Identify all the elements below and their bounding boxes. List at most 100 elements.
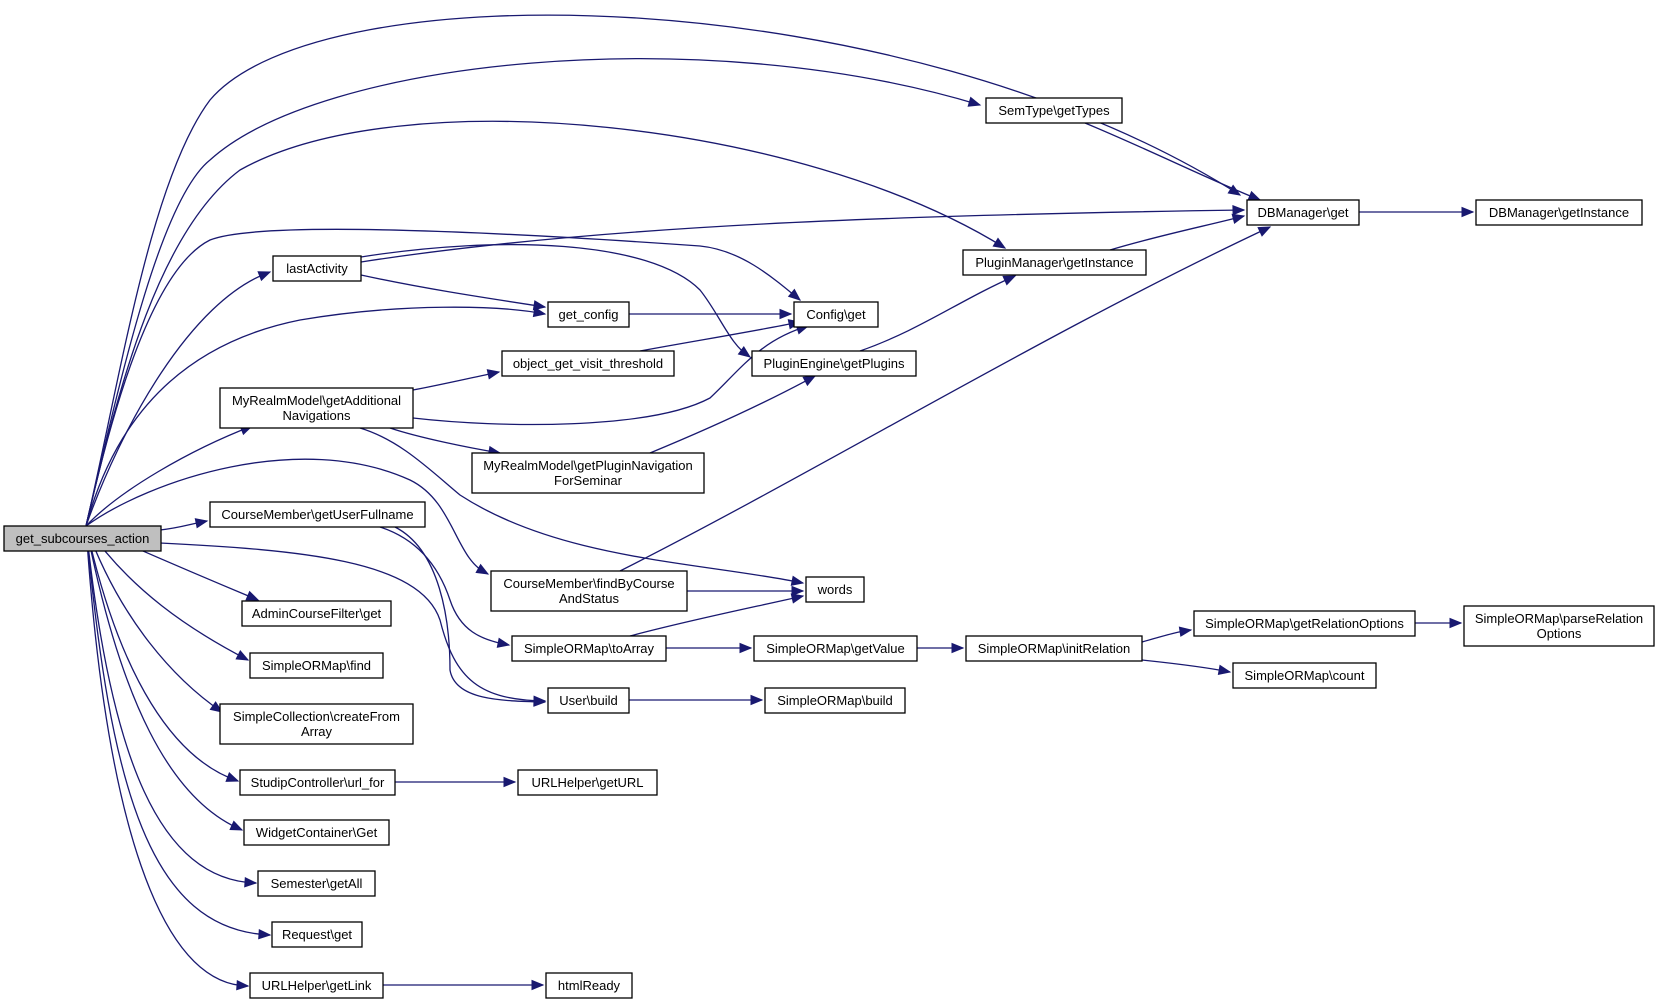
call-edge-root-to-widget (85, 525, 244, 831)
call-edge-line (1109, 215, 1245, 251)
arrowhead-icon (1231, 213, 1246, 224)
call-edge-getconfig-to-configget (629, 308, 793, 320)
call-edge-root-to-collection (85, 525, 224, 713)
call-edge-pminst-to-dbget (1109, 213, 1246, 251)
arrowhead-icon (1217, 664, 1232, 676)
function-node-box (517, 769, 658, 796)
call-edge-line (359, 427, 804, 584)
function-node-words[interactable]: words (805, 576, 865, 603)
function-node-box (209, 501, 426, 528)
function-node-cmfullname[interactable]: CourseMember\getUserFullname (209, 501, 426, 528)
function-node-myrealmplugin[interactable]: MyRealmModel\getPluginNavigationForSemin… (471, 452, 705, 494)
function-node-objvisit[interactable]: object_get_visit_threshold (501, 350, 675, 377)
function-node-dbinst[interactable]: DBManager\getInstance (1475, 199, 1643, 226)
call-edge-line (85, 525, 243, 831)
function-node-label: Array (301, 724, 333, 739)
call-edge-line (85, 525, 223, 713)
function-node-box (249, 652, 384, 679)
function-node-semester[interactable]: Semester\getAll (257, 870, 376, 897)
function-node-lastact[interactable]: lastActivity (272, 255, 362, 282)
call-edge-root-to-request (85, 525, 272, 940)
function-node-userbuild[interactable]: User\build (547, 687, 630, 714)
function-node-relopts[interactable]: SimpleORMap\getRelationOptions (1193, 610, 1416, 637)
function-node-pminst[interactable]: PluginManager\getInstance (962, 249, 1147, 276)
function-node-dbget[interactable]: DBManager\get (1246, 199, 1360, 226)
function-node-label: User\build (559, 693, 618, 708)
function-node-adminfilter[interactable]: AdminCourseFilter\get (241, 600, 392, 627)
call-edge-relopts-to-parserel (1415, 617, 1463, 629)
call-edge-line (360, 209, 1245, 263)
function-nodes: get_subcourses_action SemType\getTypesDBM… (3, 97, 1655, 999)
call-edge-myrealmplugin-to-peplugins (649, 375, 817, 454)
call-edge-root-to-semester (85, 525, 258, 888)
function-node-label: SimpleORMap\initRelation (978, 641, 1130, 656)
function-node-somfind[interactable]: SimpleORMap\find (249, 652, 384, 679)
function-node-box (241, 600, 392, 627)
function-node-sombuild[interactable]: SimpleORMap\build (764, 687, 906, 714)
function-node-label: lastActivity (286, 261, 348, 276)
function-node-box (257, 870, 376, 897)
arrowhead-icon (992, 237, 1007, 249)
call-edge-line (85, 306, 546, 527)
function-node-request[interactable]: Request\get (271, 921, 363, 948)
function-node-label: htmlReady (558, 978, 621, 993)
function-node-configget[interactable]: Config\get (793, 301, 879, 328)
function-node-root[interactable]: get_subcourses_action (3, 525, 162, 552)
call-edge-line (619, 226, 1271, 572)
function-node-geturl[interactable]: URLHelper\getURL (517, 769, 658, 796)
arrowhead-icon (951, 642, 965, 654)
arrowhead-icon (531, 979, 545, 991)
function-node-getconfig[interactable]: get_config (547, 301, 630, 328)
function-node-box (547, 301, 630, 328)
call-edge-root-to-cmfullname (159, 518, 209, 531)
call-edge-myrealmnav-to-objvisit (412, 369, 501, 391)
function-node-urlfor[interactable]: StudipController\url_for (239, 769, 396, 796)
call-edge-root-to-lastact (85, 271, 272, 527)
call-edge-line (1141, 659, 1231, 673)
function-node-label: Options (1537, 626, 1582, 641)
call-edge-lastact-to-getconfig (360, 274, 547, 311)
arrowhead-icon (779, 308, 793, 320)
call-edge-objvisit-to-configget (639, 319, 802, 352)
function-node-getlink[interactable]: URLHelper\getLink (249, 972, 384, 999)
function-node-label: SimpleORMap\find (262, 658, 371, 673)
function-node-label: words (817, 582, 853, 597)
function-node-box (547, 687, 630, 714)
function-node-count[interactable]: SimpleORMap\count (1232, 662, 1377, 689)
function-node-box (239, 769, 396, 796)
function-node-htmlready[interactable]: htmlReady (545, 972, 633, 999)
call-edge-line (649, 375, 816, 454)
function-node-initrel[interactable]: SimpleORMap\initRelation (965, 635, 1143, 662)
function-node-label: Config\get (806, 307, 866, 322)
function-node-widget[interactable]: WidgetContainer\Get (243, 819, 390, 846)
function-node-getvalue[interactable]: SimpleORMap\getValue (753, 635, 918, 662)
call-edge-lastact-to-dbget (360, 204, 1246, 263)
function-node-label: AdminCourseFilter\get (252, 606, 382, 621)
call-edge-line (360, 274, 546, 308)
arrowhead-icon (496, 637, 511, 648)
call-edge-line (389, 427, 501, 454)
call-edge-line (360, 243, 751, 358)
function-node-toarray[interactable]: SimpleORMap\toArray (511, 635, 667, 662)
arrowhead-icon (244, 877, 258, 888)
call-edge-myrealmnav-to-words (359, 427, 805, 586)
call-edge-root-to-getlink (85, 525, 250, 991)
function-node-semtype[interactable]: SemType\getTypes (985, 97, 1123, 124)
call-edge-line (85, 458, 489, 575)
call-edge-toarray-to-getvalue (666, 642, 753, 654)
call-edge-root-to-urlfor (85, 525, 240, 782)
function-node-box (1232, 662, 1377, 689)
function-node-box (1475, 199, 1643, 226)
arrowhead-icon (236, 980, 250, 991)
function-node-box (751, 350, 917, 377)
call-edge-root-to-cmfind (85, 458, 490, 575)
function-node-peplugins[interactable]: PluginEngine\getPlugins (751, 350, 917, 377)
function-node-label: SimpleORMap\toArray (524, 641, 655, 656)
call-edge-peplugins-to-pminst (859, 275, 1017, 352)
call-edge-dbget-to-dbinst (1359, 206, 1475, 218)
